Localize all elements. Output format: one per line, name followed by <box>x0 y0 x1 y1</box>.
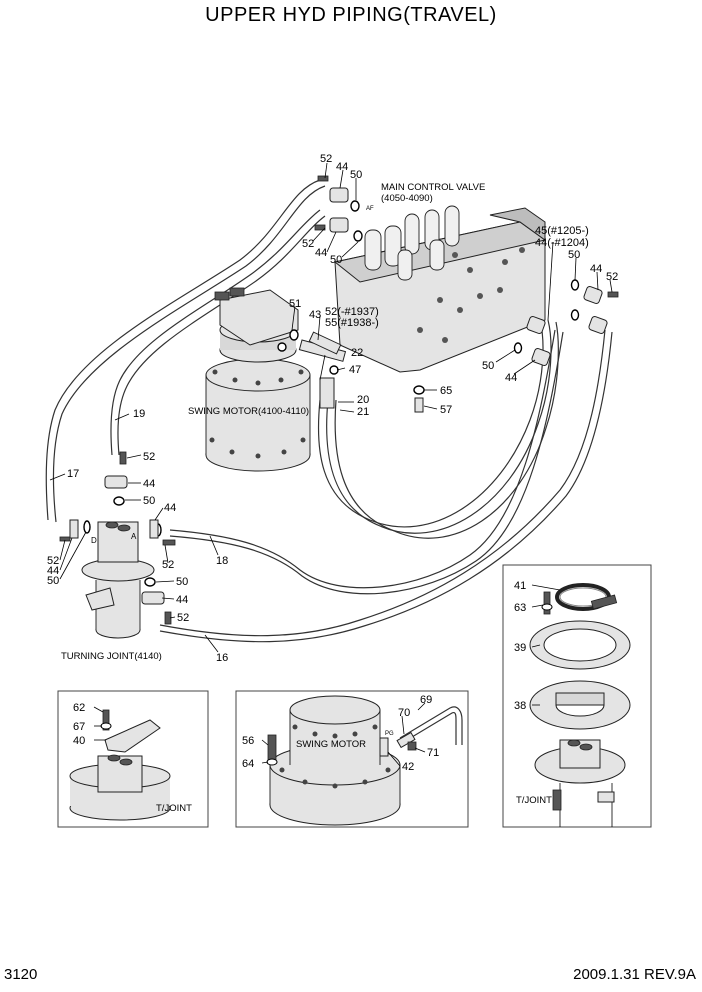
page-title: UPPER HYD PIPING(TRAVEL) <box>205 4 497 26</box>
part-label: 64 <box>242 758 254 770</box>
part-label: 50 <box>330 254 342 266</box>
caption-main-control-valve: MAIN CONTROL VALVE <box>381 182 485 193</box>
main-control-valve <box>333 205 547 373</box>
part-label: 45(#1205-) <box>535 225 589 237</box>
part-label: 52 <box>162 559 174 571</box>
part-label: 44 <box>505 372 517 384</box>
part-label: 50 <box>176 576 188 588</box>
part-label: 47 <box>349 364 361 376</box>
part-label: 16 <box>216 652 228 664</box>
caption-swing-motor-main: SWING MOTOR(4100-4110) <box>188 406 309 417</box>
caption-swing-motor-detail: SWING MOTOR <box>296 739 366 750</box>
detail-box-tjoint-left <box>57 690 209 828</box>
part-label: 71 <box>427 747 439 759</box>
part-label: 19 <box>133 408 145 420</box>
caption-port-a: A <box>131 532 137 541</box>
part-label: 18 <box>216 555 228 567</box>
part-label: 56 <box>242 735 254 747</box>
part-label: 52 <box>320 153 332 165</box>
part-label: 43 <box>309 309 321 321</box>
caption-tjoint-left: T/JOINT <box>156 803 192 814</box>
part-label: 69 <box>420 694 432 706</box>
part-label: 39 <box>514 642 526 654</box>
part-label: 50 <box>350 169 362 181</box>
part-label: 42 <box>402 761 414 773</box>
part-label: 50 <box>568 249 580 261</box>
part-label: 44 <box>336 161 348 173</box>
caption-main-control-valve-code: (4050-4090) <box>381 193 433 204</box>
part-label: 50 <box>47 575 59 587</box>
part-label: 40 <box>73 735 85 747</box>
part-label: 44 <box>176 594 188 606</box>
part-label: 44(-#1204) <box>535 237 589 249</box>
captions: MAIN CONTROL VALVE (4050-4090) SWING MOT… <box>61 182 552 814</box>
part-label: 52 <box>47 555 59 567</box>
turning-joint-main <box>81 521 155 639</box>
part-label: 52 <box>177 612 189 624</box>
part-label: 44 <box>47 565 59 577</box>
caption-turning-joint: TURNING JOINT(4140) <box>61 651 162 662</box>
part-label: 52 <box>143 451 155 463</box>
part-label: 17 <box>67 468 79 480</box>
part-label: 22 <box>351 347 363 359</box>
part-label: 21 <box>357 406 369 418</box>
part-label: 63 <box>514 602 526 614</box>
part-label: 52 <box>606 271 618 283</box>
part-label: 52(-#1937) <box>325 306 379 318</box>
part-label: 44 <box>590 263 602 275</box>
part-label: 57 <box>440 404 452 416</box>
fittings <box>59 175 619 625</box>
detail-box-tjoint-right <box>502 564 652 828</box>
caption-port-af: AF <box>366 206 374 212</box>
part-label: 52 <box>302 238 314 250</box>
detail-box-swing-motor <box>235 690 469 828</box>
leader-lines <box>49 162 613 653</box>
part-label: 55(#1938-) <box>325 317 379 329</box>
part-label: 44 <box>164 502 176 514</box>
caption-tjoint-right: T/JOINT <box>516 795 552 806</box>
caption-port-pg: PG <box>385 731 394 737</box>
part-label: 44 <box>143 478 155 490</box>
page-number: 3120 <box>4 966 38 983</box>
part-labels: 52 44 50 52 44 50 45(#1205-) 44(-#1204) … <box>47 153 618 773</box>
caption-port-d: D <box>91 536 97 545</box>
part-label: 44 <box>315 247 327 259</box>
part-label: 51 <box>289 298 301 310</box>
hose-group <box>45 179 613 643</box>
part-label: 65 <box>440 385 452 397</box>
revision-stamp: 2009.1.31 REV.9A <box>573 966 696 983</box>
part-label: 67 <box>73 721 85 733</box>
part-label: 50 <box>482 360 494 372</box>
part-label: 41 <box>514 580 526 592</box>
part-label: 50 <box>143 495 155 507</box>
part-label: 62 <box>73 702 85 714</box>
part-label: 70 <box>398 707 410 719</box>
part-label: 38 <box>514 700 526 712</box>
swing-motor-main <box>205 287 347 472</box>
part-label: 20 <box>357 394 369 406</box>
